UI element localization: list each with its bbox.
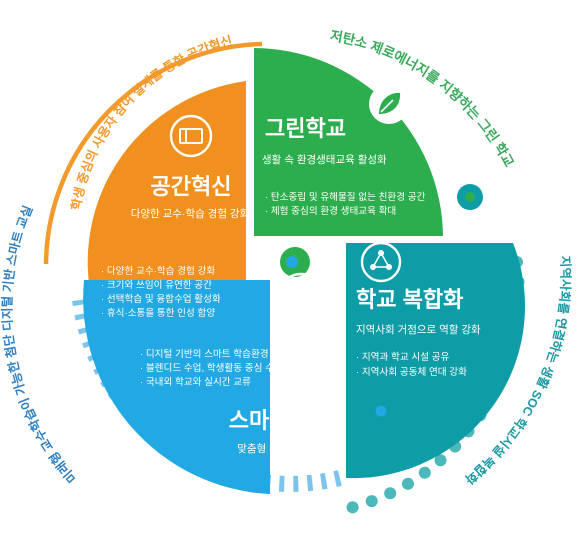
community-icon [360,241,402,283]
space-bullet-4: · 휴식·소통을 통한 인성 함양 [101,308,215,319]
green-bullet-2: · 체험 중심의 환경 생태교육 확대 [265,205,396,217]
smart-arc-label: 미래형 교수학습이 가능한 첨단 디지털 기반 스마트 교실 [0,203,79,485]
complex-subtitle: 지역사회 거점으로 역할 강화 [356,324,481,336]
brain-head-icon [277,272,325,320]
space-bullet-3: · 선택학습 및 융합수업 활성화 [101,293,221,305]
green-subtitle: 생활 속 환경생태교육 활성화 [262,153,387,166]
smart-bullet-1: · 디지털 기반의 스마트 학습환경 [140,348,269,360]
space-subtitle: 다양한 교수·학습 경험 강화 [131,207,250,220]
space-quadrant [87,81,247,306]
complex-quadrant [346,243,526,479]
puzzle-knob-complex-hole [375,405,387,417]
green-quadrant [254,48,443,236]
smart-bullet-2: · 블렌디드 수업, 학생활동 중심 수업 확대 [140,362,303,374]
puzzle-knob-sky [286,256,298,268]
space-bullet-1: · 다양한 교수·학습 경험 강화 [101,265,215,277]
space-bullet-2: · 크기와 쓰임이 유연한 공간 [101,279,212,291]
book-icon [169,114,213,158]
complex-title: 학교 복합화 [356,287,463,312]
puzzle-knob-teal-hole [465,192,475,202]
green-bullet-1: · 탄소중립 및 유해물질 없는 친환경 공간 [265,191,426,203]
smart-bullet-3: · 국내외 학교와 실시간 교류 [140,376,251,388]
space-outer-arc [43,41,263,265]
smart-quadrant [83,280,270,494]
leaf-icon [369,84,409,124]
complex-bullet-1: · 지역과 학교 시설 공유 [356,352,449,363]
space-title: 공간혁신 [151,174,232,199]
smart-subtitle: 맞춤형 개별학습 확대 [237,442,330,455]
smart-title: 스마트교실 [229,408,330,433]
complex-bullet-2: · 지역사회 공동체 연대 강화 [356,367,467,378]
green-title: 그린학교 [265,116,346,141]
